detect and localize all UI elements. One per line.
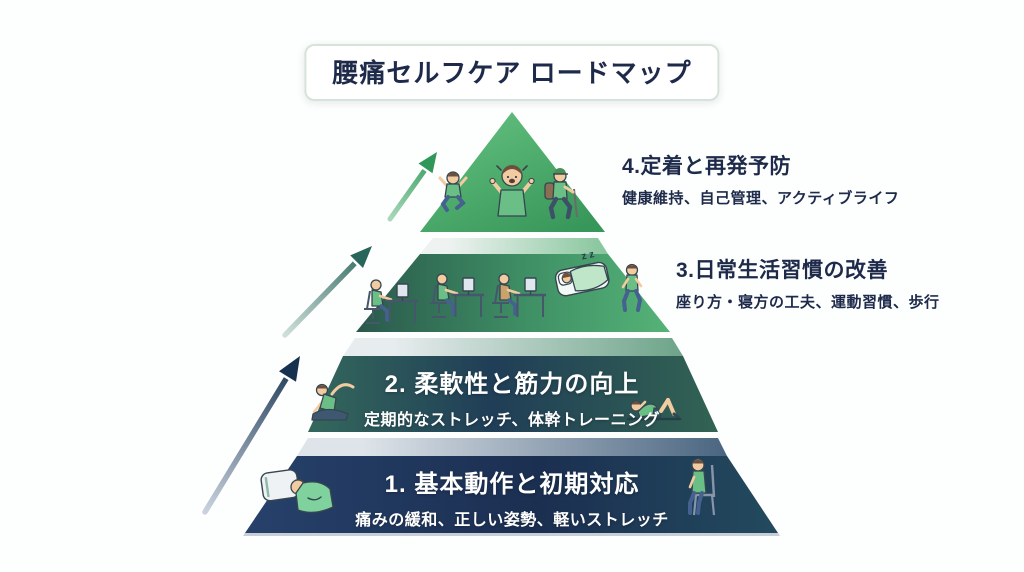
title-badge: 腰痛セルフケア ロードマップ — [304, 44, 720, 101]
side-stretch-icon — [311, 383, 355, 421]
ascent-arrow-1 — [199, 353, 303, 518]
jumping-person-icon — [438, 171, 468, 212]
sleeping-person-icon: z z — [554, 249, 610, 297]
level-1-label: 1. 基本動作と初期対応 痛みの緩和、正しい姿勢、軽いストレッチ — [0, 464, 1024, 530]
level-1-heading: 1. 基本動作と初期対応 — [384, 471, 640, 498]
upright-sitting-icon — [688, 458, 716, 516]
level-4-label: 4.定着と再発予防 健康維持、自己管理、アクティブライフ — [622, 150, 899, 208]
level-4-heading: 4.定着と再発予防 — [622, 155, 792, 178]
walking-person-icon — [621, 263, 643, 312]
level-2-subtitle: 定期的なストレッチ、体幹トレーニング — [363, 412, 661, 429]
resting-in-bed-icon — [260, 469, 334, 514]
hiker-icon — [544, 168, 578, 220]
ascent-arrow-2 — [279, 243, 375, 341]
situp-icon — [626, 398, 682, 421]
cheering-person-icon — [489, 165, 535, 217]
tier1-base-shadow — [243, 533, 780, 536]
tier1-shape — [245, 456, 778, 533]
level-1-subtitle: 痛みの緩和、正しい姿勢、軽いストレッチ — [355, 512, 669, 529]
tier1-top-face — [297, 438, 727, 456]
tier2-top-face — [343, 338, 683, 356]
level-3-subtitle: 座り方・寝方の工夫、運動習慣、歩行 — [676, 294, 940, 311]
tier2-shape — [308, 356, 718, 432]
level-2-label: 2. 柔軟性と筋力の向上 定期的なストレッチ、体幹トレーニング — [0, 364, 1024, 430]
level-3-heading: 3.日常生活習慣の改善 — [676, 259, 889, 282]
ascent-arrow-3 — [385, 149, 440, 224]
page-title: 腰痛セルフケア ロードマップ — [332, 58, 692, 88]
tier3-top-face — [420, 238, 608, 254]
level-4-subtitle: 健康維持、自己管理、アクティブライフ — [622, 190, 900, 207]
level-3-label: 3.日常生活習慣の改善 座り方・寝方の工夫、運動習慣、歩行 — [676, 254, 940, 312]
level-2-heading: 2. 柔軟性と筋力の向上 — [384, 371, 640, 398]
sleep-zzz-text: z z — [581, 249, 596, 262]
